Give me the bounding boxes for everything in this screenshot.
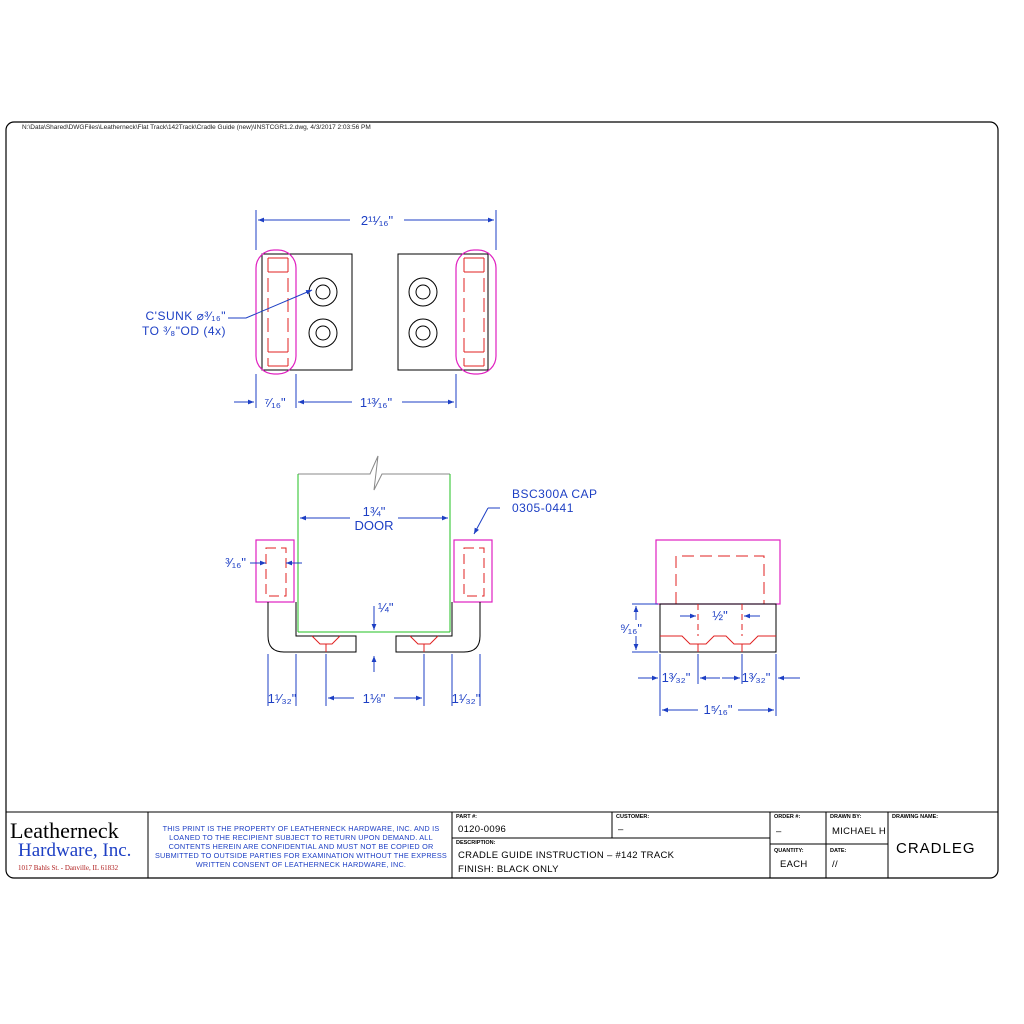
top-left-dim: ⁷⁄₁₆" bbox=[264, 395, 286, 410]
door-label: DOOR bbox=[355, 518, 394, 533]
top-left-hidden bbox=[267, 257, 289, 367]
countersink-callout-2: TO ³⁄₈"OD (4x) bbox=[142, 324, 226, 338]
quantity-value: EACH bbox=[780, 859, 808, 870]
bottom-right-dim: 1¹⁄₃₂" bbox=[452, 691, 481, 706]
front-right-guide bbox=[395, 602, 481, 653]
top-overall-dim: 2¹¹⁄₁₆" bbox=[361, 213, 394, 228]
drawing-name-label: DRAWING NAME: bbox=[892, 814, 939, 820]
company-logo-line1: Leatherneck bbox=[10, 818, 119, 843]
description-label: DESCRIPTION: bbox=[456, 840, 496, 846]
sheet-border bbox=[5, 121, 999, 879]
hole-spacing-dim: ½" bbox=[712, 608, 728, 623]
top-view: 2¹¹⁄₁₆" ⁷⁄₁₆" 1¹³⁄₁₆" C'SUNK ⌀³⁄₁₆" TO ³… bbox=[142, 210, 497, 410]
front-left-cap bbox=[255, 539, 295, 603]
order-label: ORDER #: bbox=[774, 814, 801, 820]
customer-label: CUSTOMER: bbox=[616, 814, 650, 820]
top-right-hidden bbox=[463, 257, 485, 367]
side-height-dim: ⁹⁄₁₆" bbox=[620, 621, 642, 636]
front-right-cap bbox=[453, 539, 493, 603]
countersunk-holes bbox=[308, 277, 438, 348]
date-value: // bbox=[832, 859, 838, 870]
top-right-block bbox=[397, 253, 489, 371]
bottom-left-dim: 1¹⁄₃₂" bbox=[268, 691, 297, 706]
side-right-offset: 1³⁄₃₂" bbox=[742, 670, 771, 685]
front-view: 1¾" DOOR BSC300A CAP 0305-0441 ³⁄₁₆" ¼" … bbox=[225, 455, 598, 706]
drawing-name-value: CRADLEG bbox=[896, 840, 976, 857]
part-value: 0120-0096 bbox=[458, 824, 507, 835]
bottom-mid-dim: 1⅛" bbox=[363, 691, 386, 706]
gap-dim: ¼" bbox=[378, 600, 394, 615]
door-width-dim: 1¾" bbox=[363, 504, 386, 519]
part-label: PART #: bbox=[456, 814, 477, 820]
cap-label-1: BSC300A CAP bbox=[512, 487, 598, 501]
side-view: ⁹⁄₁₆" ½" 1³⁄₃₂" 1³⁄₃₂" 1⁵⁄₁₆" bbox=[620, 539, 800, 718]
company-logo-line2: Hardware, Inc. bbox=[18, 840, 132, 861]
order-value: – bbox=[776, 826, 782, 837]
side-cap bbox=[655, 539, 781, 605]
side-overall-dim: 1⁵⁄₁₆" bbox=[703, 702, 732, 717]
file-path: N:\Data\Shared\DWGFiles\Leatherneck\Flat… bbox=[22, 124, 371, 131]
top-right-dim: 1¹³⁄₁₆" bbox=[360, 395, 393, 410]
side-left-offset: 1³⁄₃₂" bbox=[662, 670, 691, 685]
company-address: 1017 Bahls St. - Danville, IL 61832 bbox=[18, 864, 119, 872]
cap-label-2: 0305-0441 bbox=[512, 501, 574, 515]
disclaimer-text: THIS PRINT IS THE PROPERTY OF LEATHERNEC… bbox=[154, 824, 447, 869]
cap-height-dim: ³⁄₁₆" bbox=[225, 555, 246, 570]
date-label: DATE: bbox=[830, 848, 847, 854]
door-break-line bbox=[298, 455, 450, 491]
quantity-label: QUANTITY: bbox=[774, 848, 804, 854]
top-right-cap bbox=[455, 249, 497, 375]
drawn-by-label: DRAWN BY: bbox=[830, 814, 862, 820]
top-left-block bbox=[261, 253, 353, 371]
description-line1: CRADLE GUIDE INSTRUCTION – #142 TRACK bbox=[458, 850, 675, 861]
top-left-cap bbox=[255, 249, 297, 375]
countersink-callout-1: C'SUNK ⌀³⁄₁₆" bbox=[145, 309, 226, 323]
description-line2: FINISH: BLACK ONLY bbox=[458, 864, 559, 875]
side-block bbox=[659, 603, 777, 653]
drawn-by-value: MICHAEL H bbox=[832, 826, 887, 837]
title-block-grid bbox=[147, 812, 889, 878]
customer-value: – bbox=[618, 824, 624, 835]
front-left-guide bbox=[267, 602, 357, 653]
